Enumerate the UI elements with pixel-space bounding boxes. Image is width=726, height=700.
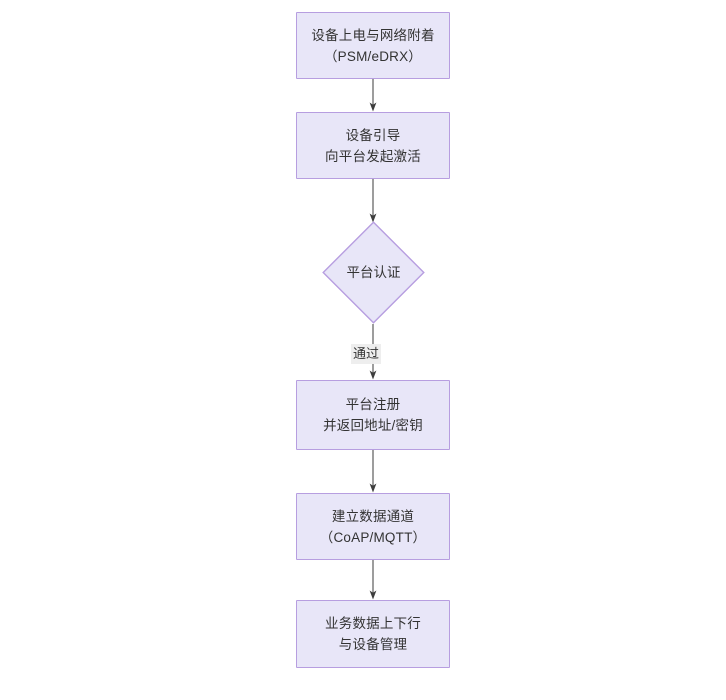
flowchart-node-label: 设备引导 向平台发起激活 [325, 127, 421, 164]
flowchart-node-label: 平台注册 并返回地址/密钥 [323, 397, 423, 433]
flowchart-node-label: 业务数据上下行 与设备管理 [325, 616, 421, 652]
flowchart-node-label: 平台认证 [346, 265, 401, 280]
flowchart-node-device-power-on[interactable]: 设备上电与网络附着 （PSM/eDRX） [296, 12, 450, 79]
flowchart-node-platform-auth[interactable]: 平台认证 [322, 221, 425, 324]
flowchart-node-label: 建立数据通道 （CoAP/MQTT） [319, 508, 427, 545]
edge-label-text: 通过 [353, 346, 380, 361]
diamond-shape [322, 221, 425, 324]
flowchart-node-data-channel[interactable]: 建立数据通道 （CoAP/MQTT） [296, 493, 450, 560]
flowchart-node-platform-register[interactable]: 平台注册 并返回地址/密钥 [296, 380, 450, 450]
edge-label-pass: 通过 [351, 344, 382, 364]
flowchart-node-business-data[interactable]: 业务数据上下行 与设备管理 [296, 600, 450, 668]
flowchart-node-label: 设备上电与网络附着 （PSM/eDRX） [311, 27, 435, 64]
flowchart-node-device-bootstrap[interactable]: 设备引导 向平台发起激活 [296, 112, 450, 179]
